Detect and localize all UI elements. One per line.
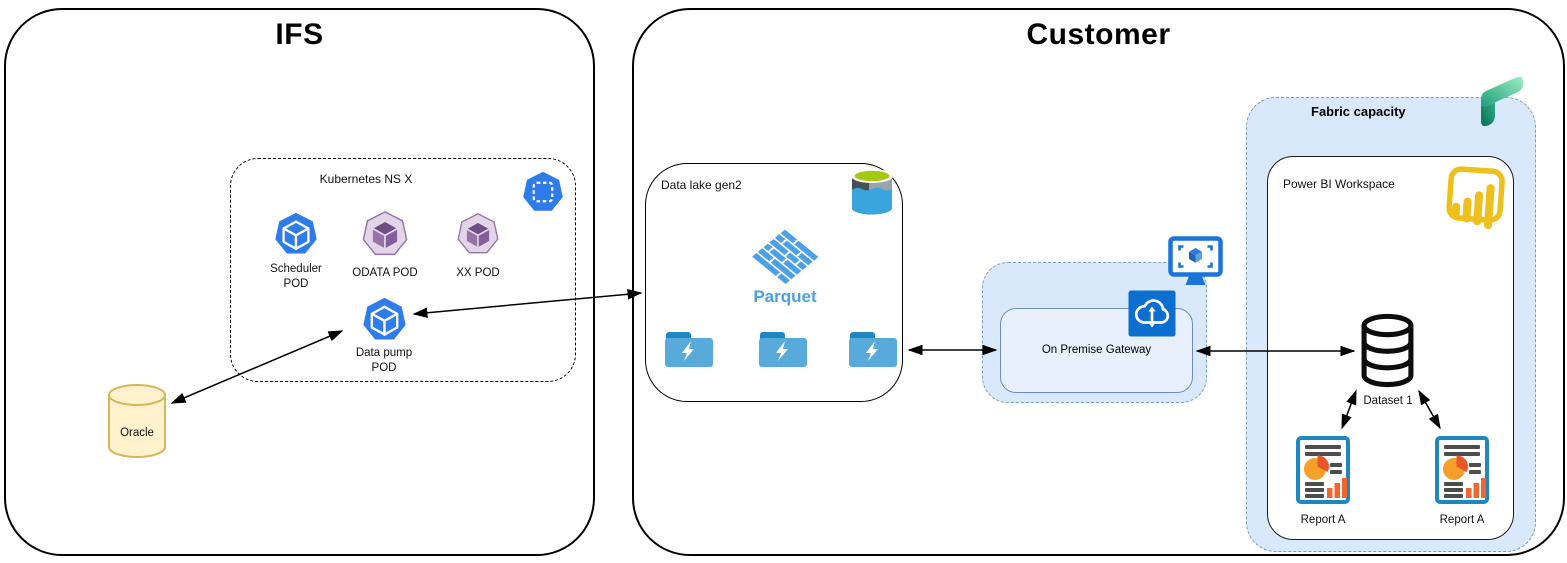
power-bi-icon	[1441, 166, 1507, 234]
gateway-label: On Premise Gateway	[1041, 343, 1152, 356]
folder-lightning-icon	[757, 329, 809, 369]
odata-pod-icon	[361, 210, 409, 258]
azure-data-lake-icon	[848, 167, 896, 217]
oracle-label: Oracle	[120, 427, 154, 439]
report-a-left-label: Report A	[1300, 514, 1346, 526]
kubernetes-namespace-label: Kubernetes NS X	[319, 172, 413, 186]
powerbi-workspace-label: Power BI Workspace	[1283, 177, 1395, 191]
parquet-logo-icon	[742, 228, 828, 286]
scheduler-pod-label: Scheduler POD	[270, 263, 322, 290]
data-lake-label: Data lake gen2	[661, 178, 742, 192]
gateway-cloud-icon	[1128, 290, 1176, 337]
xx-pod-icon	[456, 212, 500, 256]
dataset-label: Dataset 1	[1363, 395, 1413, 407]
scheduler-pod-icon	[273, 211, 319, 257]
fabric-icon	[1473, 71, 1527, 129]
data-pump-pod-label: Data pump POD	[355, 347, 413, 374]
kubernetes-namespace-icon	[521, 170, 565, 214]
gateway-box: On Premise Gateway	[1000, 308, 1193, 393]
odata-pod-label: ODATA POD	[352, 267, 418, 279]
customer-zone-title: Customer	[1026, 18, 1171, 51]
dataset-database-icon	[1359, 312, 1416, 392]
report-icon	[1296, 436, 1350, 504]
folder-lightning-icon	[847, 329, 899, 369]
report-icon	[1435, 436, 1489, 504]
gateway-monitor-icon	[1168, 236, 1223, 289]
ifs-zone-title: IFS	[275, 18, 324, 51]
oracle-database-icon	[107, 383, 167, 459]
report-a-right-label: Report A	[1439, 514, 1485, 526]
parquet-label: Parquet	[753, 287, 817, 306]
xx-pod-label: XX POD	[456, 267, 500, 279]
data-pump-pod-icon	[361, 296, 408, 343]
fabric-capacity-label: Fabric capacity	[1311, 104, 1406, 119]
folder-lightning-icon	[663, 329, 715, 369]
